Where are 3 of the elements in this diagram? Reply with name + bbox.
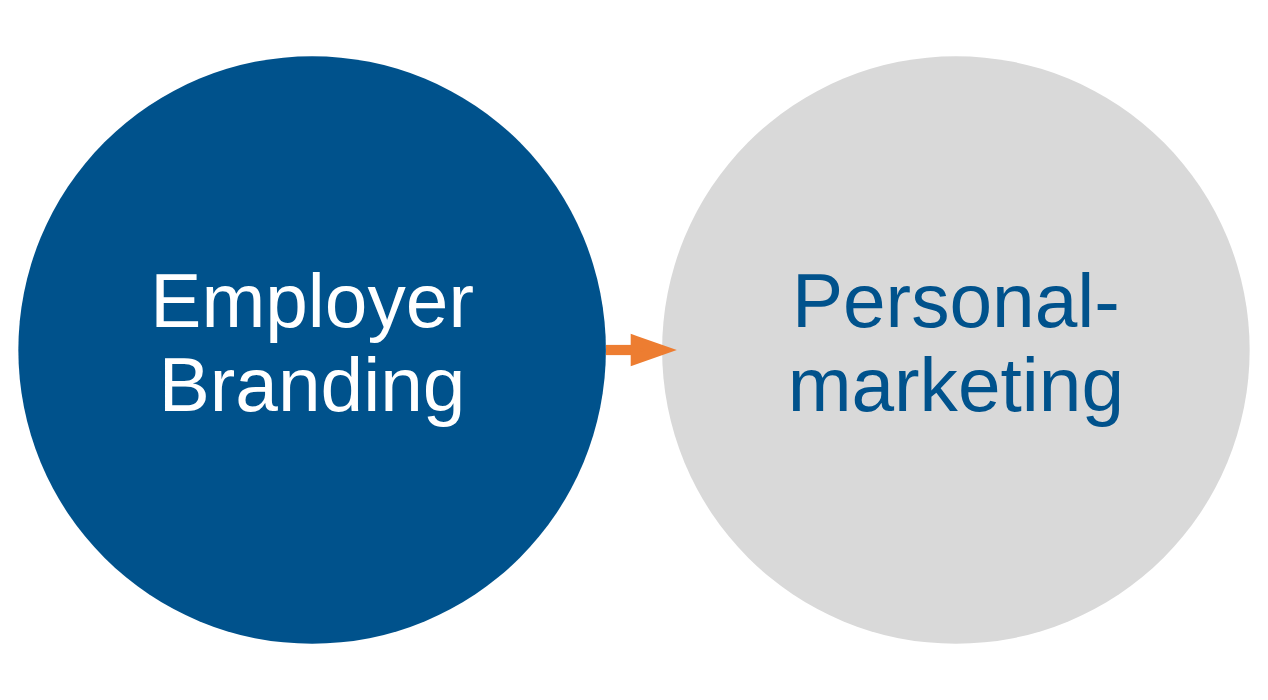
node-circle: Personal- marketing xyxy=(662,56,1250,644)
node-circle: Employer Branding xyxy=(18,56,606,644)
arrow xyxy=(606,333,677,367)
